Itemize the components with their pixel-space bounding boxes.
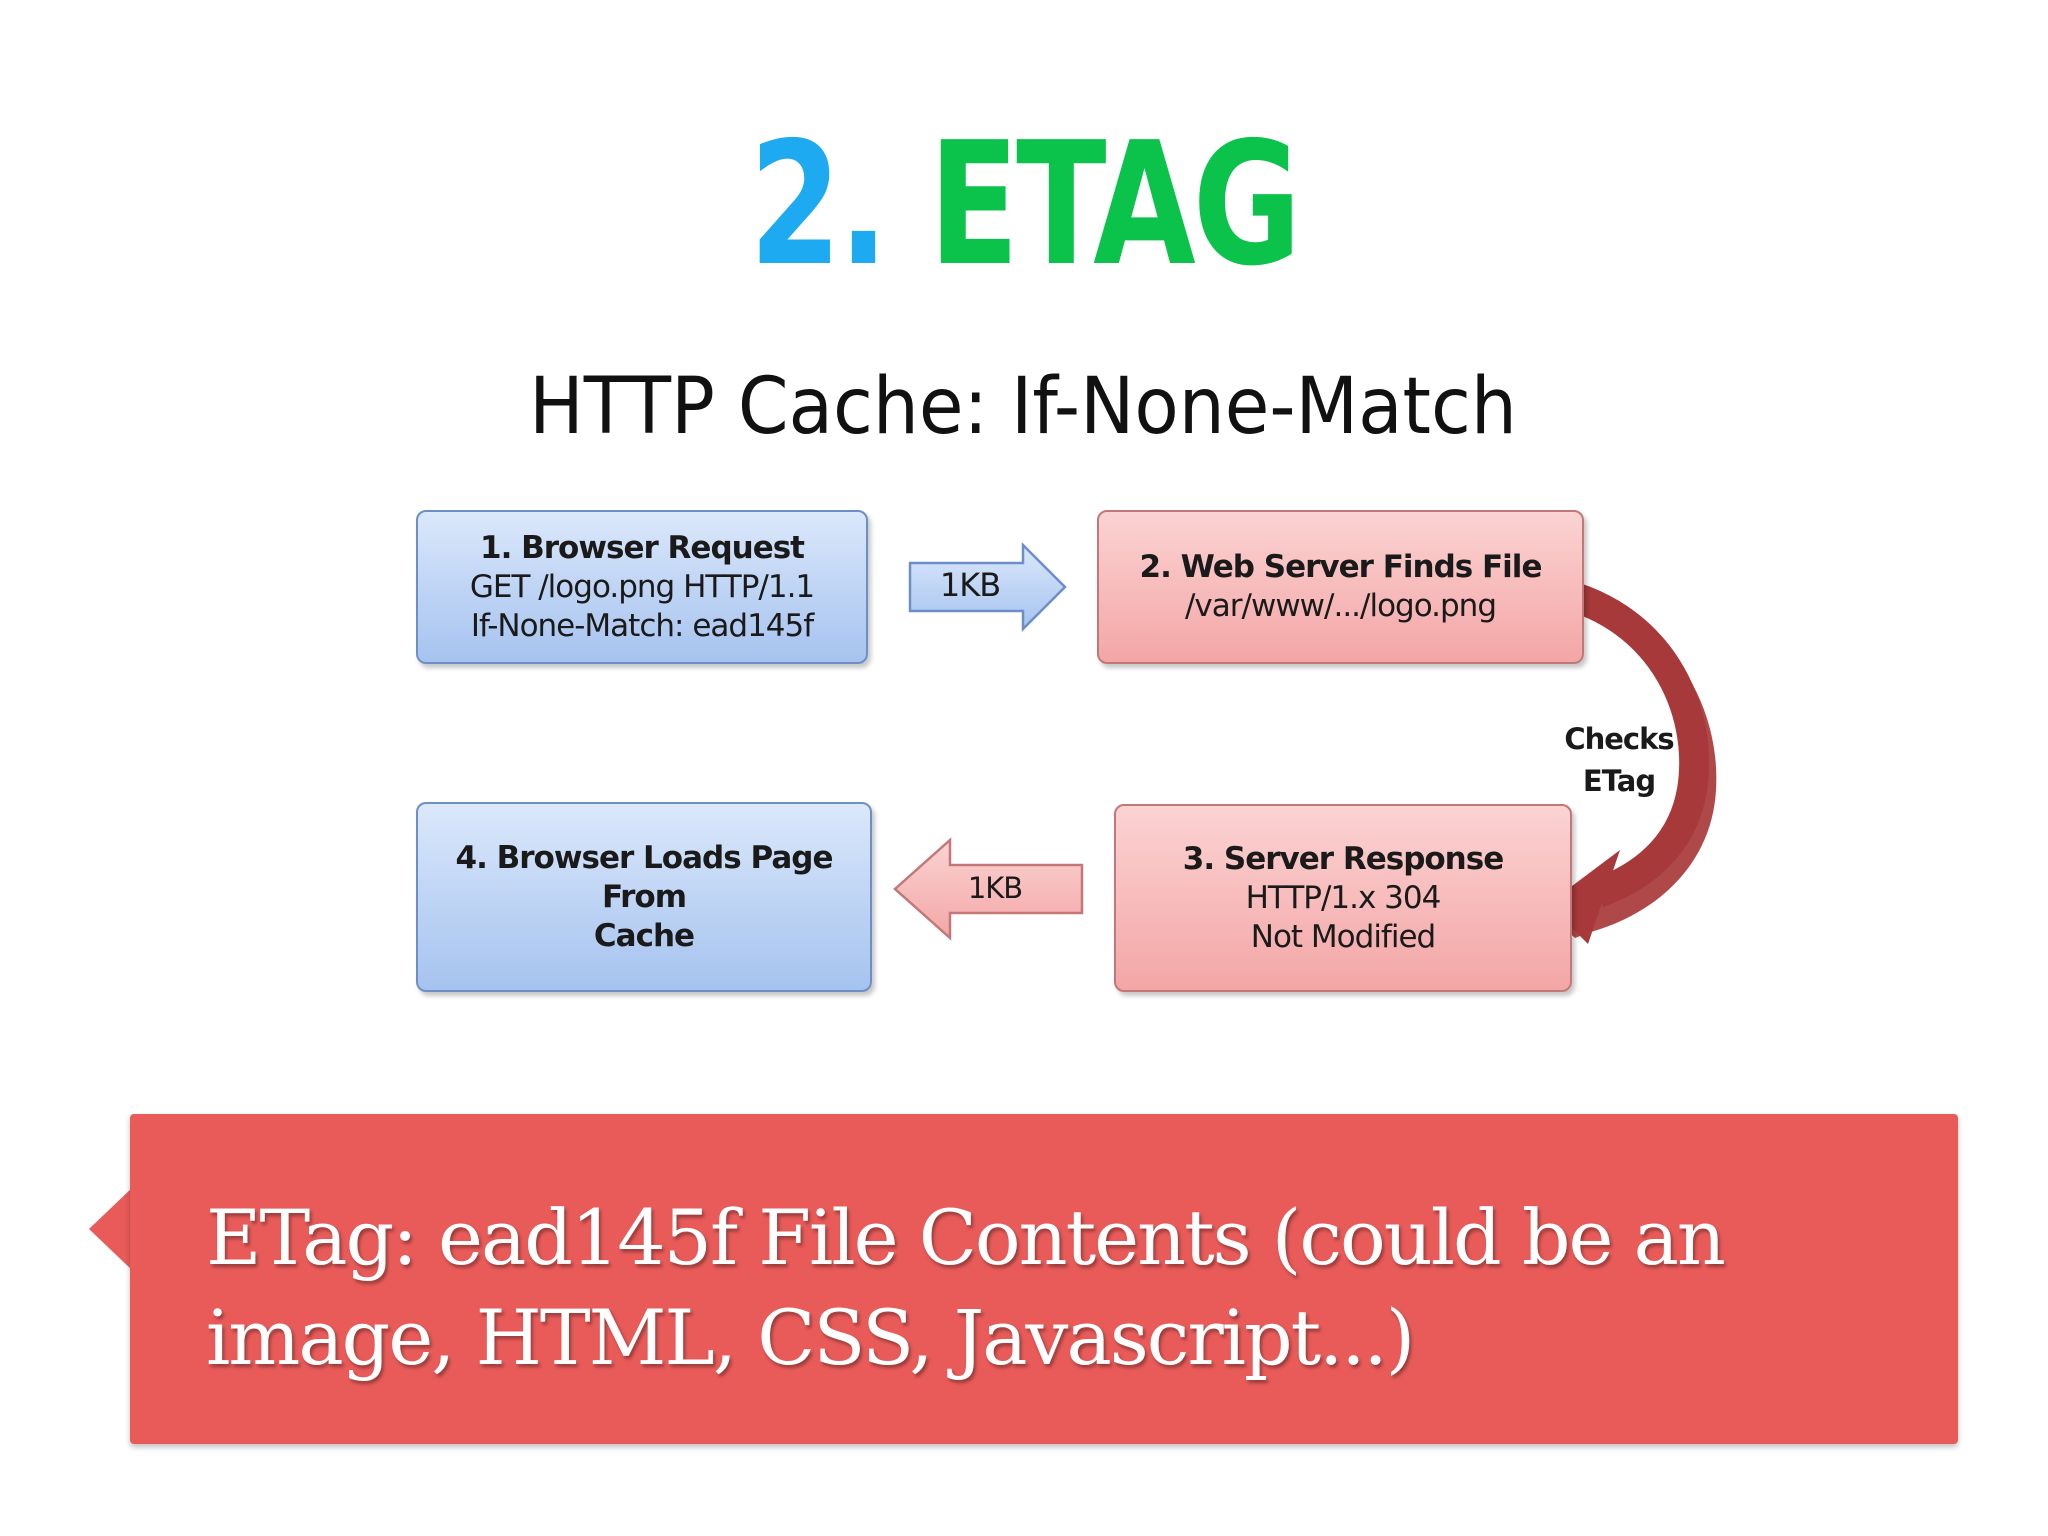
- step-web-server-finds-file: 2. Web Server Finds File /var/www/.../lo…: [1097, 510, 1584, 664]
- diagram-title: HTTP Cache: If-None-Match: [529, 362, 1517, 452]
- slide-title-word: ETAG: [928, 106, 1302, 304]
- callout-text: ETag: ead145f File Contents (could be an…: [206, 1193, 1726, 1382]
- checks-etag-curved-arrow-body: [1543, 575, 1710, 908]
- response-size-label: 1KB: [967, 871, 1023, 905]
- step-title: 4. Browser Loads Page From: [455, 839, 834, 915]
- step-line: GET /logo.png HTTP/1.1: [469, 568, 815, 605]
- callout-pointer: [89, 1187, 133, 1271]
- response-arrow: [893, 837, 1084, 941]
- step-browser-loads-from-cache: 4. Browser Loads Page From Cache: [416, 802, 872, 992]
- slide-title: 2. ETAG: [225, 115, 1822, 295]
- step-browser-request: 1. Browser Request GET /logo.png HTTP/1.…: [416, 510, 868, 664]
- checks-etag-label-line1: Checks: [1564, 722, 1674, 756]
- step-title: 3. Server Response: [1182, 840, 1504, 877]
- step-title: 1. Browser Request: [480, 529, 805, 566]
- step-title: 2. Web Server Finds File: [1139, 549, 1543, 585]
- diagram-arrows: [893, 541, 1717, 944]
- request-arrow: [908, 541, 1067, 633]
- checks-etag-label: Checks ETag: [1548, 718, 1690, 802]
- callout-box: [130, 1114, 1958, 1444]
- slide-title-number: 2.: [749, 106, 889, 304]
- step-line: Not Modified: [1250, 918, 1436, 955]
- step-title-continued: Cache: [593, 917, 695, 954]
- step-line: HTTP/1.x 304: [1245, 879, 1442, 916]
- request-size-label: 1KB: [939, 566, 1001, 604]
- step-line: /var/www/.../logo.png: [1184, 588, 1497, 624]
- checks-etag-label-line2: ETag: [1582, 764, 1656, 798]
- step-line: If-None-Match: ead145f: [470, 607, 814, 644]
- step-server-response: 3. Server Response HTTP/1.x 304 Not Modi…: [1114, 804, 1572, 992]
